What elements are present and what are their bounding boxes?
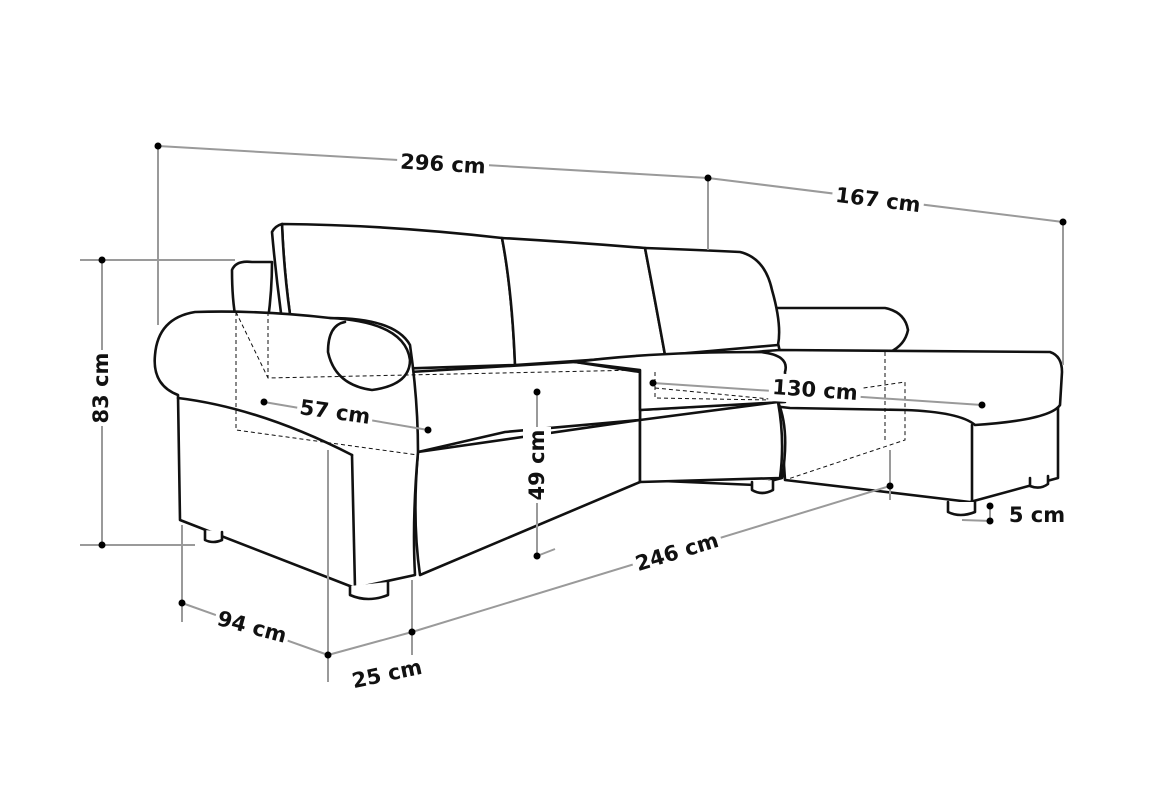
sofa-illustration bbox=[153, 222, 1064, 601]
right-leg bbox=[750, 478, 775, 495]
label-height: 83 cm bbox=[89, 353, 113, 424]
back-cushion-right bbox=[643, 246, 781, 357]
left-front-leg bbox=[348, 580, 390, 601]
label-inner-length: 246 cm bbox=[633, 528, 722, 576]
back-cushion-middle bbox=[500, 236, 667, 367]
label-armrest-width: 25 cm bbox=[350, 655, 424, 693]
label-chaise-seat-length: 130 cm bbox=[772, 375, 859, 405]
label-sofa-depth: 94 cm bbox=[215, 606, 290, 648]
chaise-back-rail bbox=[768, 306, 910, 354]
left-back-leg bbox=[203, 528, 224, 544]
chaise-leg bbox=[946, 500, 977, 517]
label-leg-height: 5 cm bbox=[1009, 503, 1065, 527]
label-seat-height: 49 cm bbox=[525, 430, 549, 501]
main-base-right bbox=[638, 400, 784, 484]
chaise-back-leg bbox=[1028, 474, 1050, 489]
left-armrest-back bbox=[230, 260, 274, 322]
label-total-width: 296 cm bbox=[400, 150, 487, 179]
left-armrest-scroll bbox=[326, 316, 412, 392]
left-armrest-front-edge bbox=[176, 396, 354, 457]
dimension-points bbox=[98, 142, 1067, 659]
left-armrest-corner bbox=[350, 453, 357, 590]
label-chaise-depth: 167 cm bbox=[834, 183, 922, 217]
